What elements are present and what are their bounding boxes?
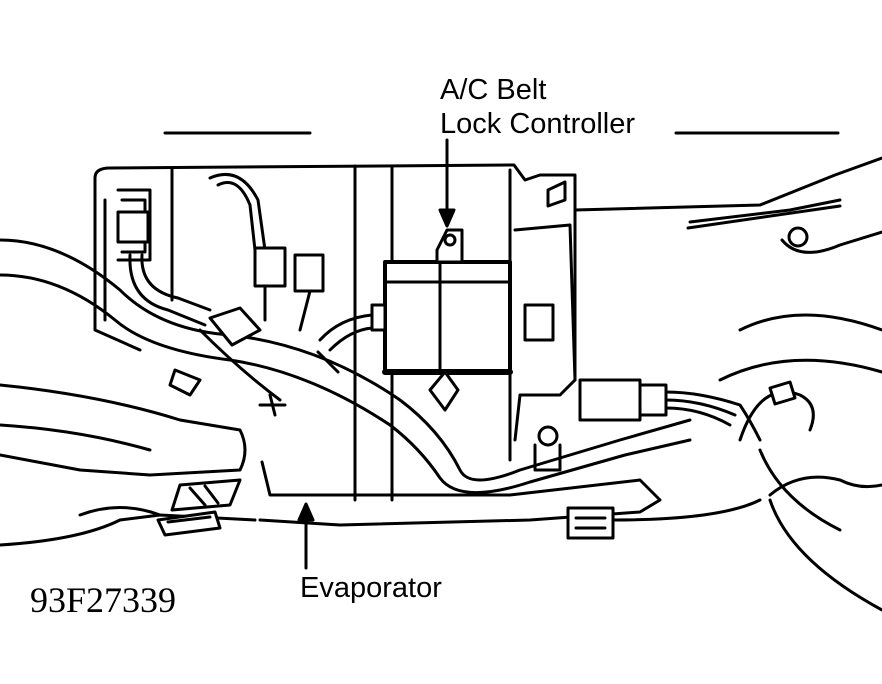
lower-right-fender [768, 475, 882, 612]
evaporator-case [0, 383, 762, 547]
figure-code: 93F27339 [30, 580, 177, 620]
ac-belt-lock-controller-module [370, 228, 513, 412]
left-wiring-harness [116, 173, 325, 332]
evaporator-label: Evaporator [300, 572, 442, 604]
main-harness-bundle [0, 238, 692, 495]
right-connector-harness [578, 378, 842, 532]
controller-arrow [438, 138, 456, 228]
controller-label-line1: A/C Belt [440, 74, 547, 106]
evaporator-arrow [297, 502, 315, 570]
controller-bracket [513, 223, 577, 472]
controller-label-line2: Lock Controller [440, 108, 636, 140]
right-fender [686, 198, 882, 382]
